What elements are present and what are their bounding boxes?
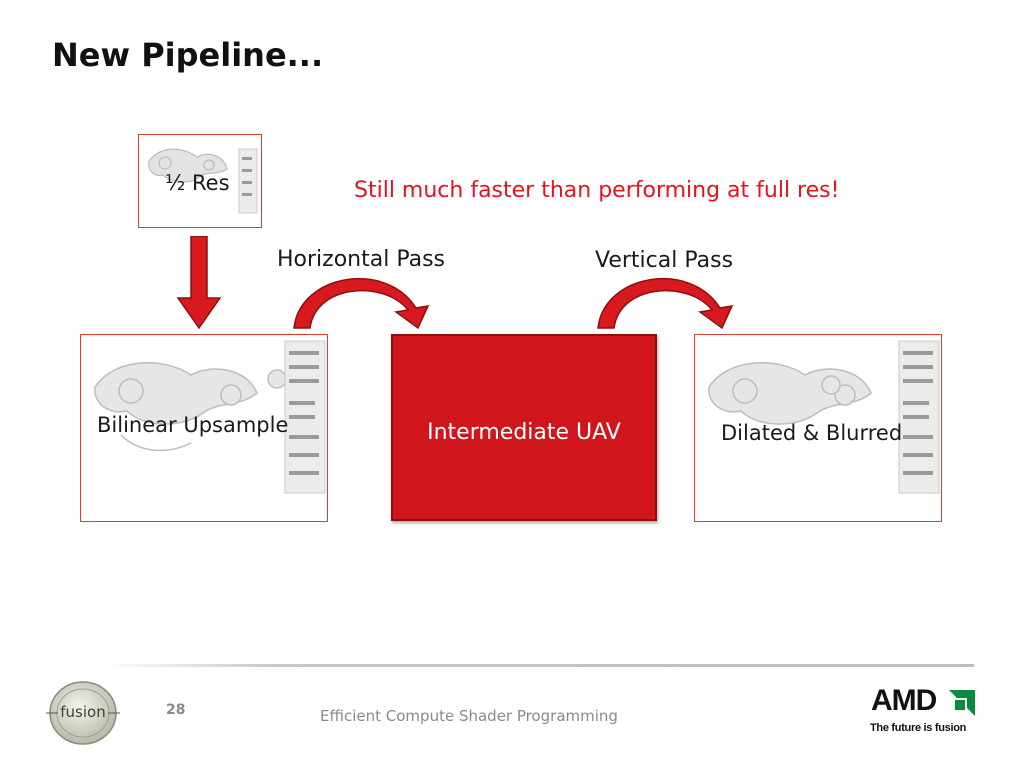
bilinear-upsample-label: Bilinear Upsample	[97, 413, 288, 437]
amd-tagline: The future is fusion	[870, 722, 966, 734]
half-res-label: ½ Res	[165, 171, 230, 195]
slide-title: New Pipeline...	[52, 36, 323, 74]
dilated-blurred-thumbnail: Dilated & Blurred	[694, 334, 942, 522]
half-res-thumbnail: ½ Res	[138, 134, 262, 228]
vertical-pass-label: Vertical Pass	[595, 248, 733, 273]
amd-logo: AMD	[871, 688, 977, 720]
intermediate-uav-box: Intermediate UAV	[391, 334, 657, 521]
down-arrow-icon	[176, 236, 222, 330]
amd-arrow-icon	[949, 690, 975, 716]
amd-logo-text: AMD	[871, 684, 936, 718]
horizontal-pass-label: Horizontal Pass	[277, 247, 445, 272]
fusion-logo-text: fusion	[46, 703, 120, 721]
footer-text: Efficient Compute Shader Programming	[320, 707, 618, 725]
footer-divider	[104, 664, 974, 667]
fusion-logo: fusion	[46, 680, 120, 746]
intermediate-uav-label: Intermediate UAV	[393, 420, 655, 445]
speed-note: Still much faster than performing at ful…	[354, 178, 839, 203]
dilated-blurred-label: Dilated & Blurred	[721, 421, 902, 445]
vertical-pass-arrow-icon	[594, 268, 740, 330]
horizontal-pass-arrow-icon	[290, 268, 436, 330]
page-number: 28	[166, 702, 185, 718]
bilinear-upsample-thumbnail: Bilinear Upsample	[80, 334, 328, 522]
